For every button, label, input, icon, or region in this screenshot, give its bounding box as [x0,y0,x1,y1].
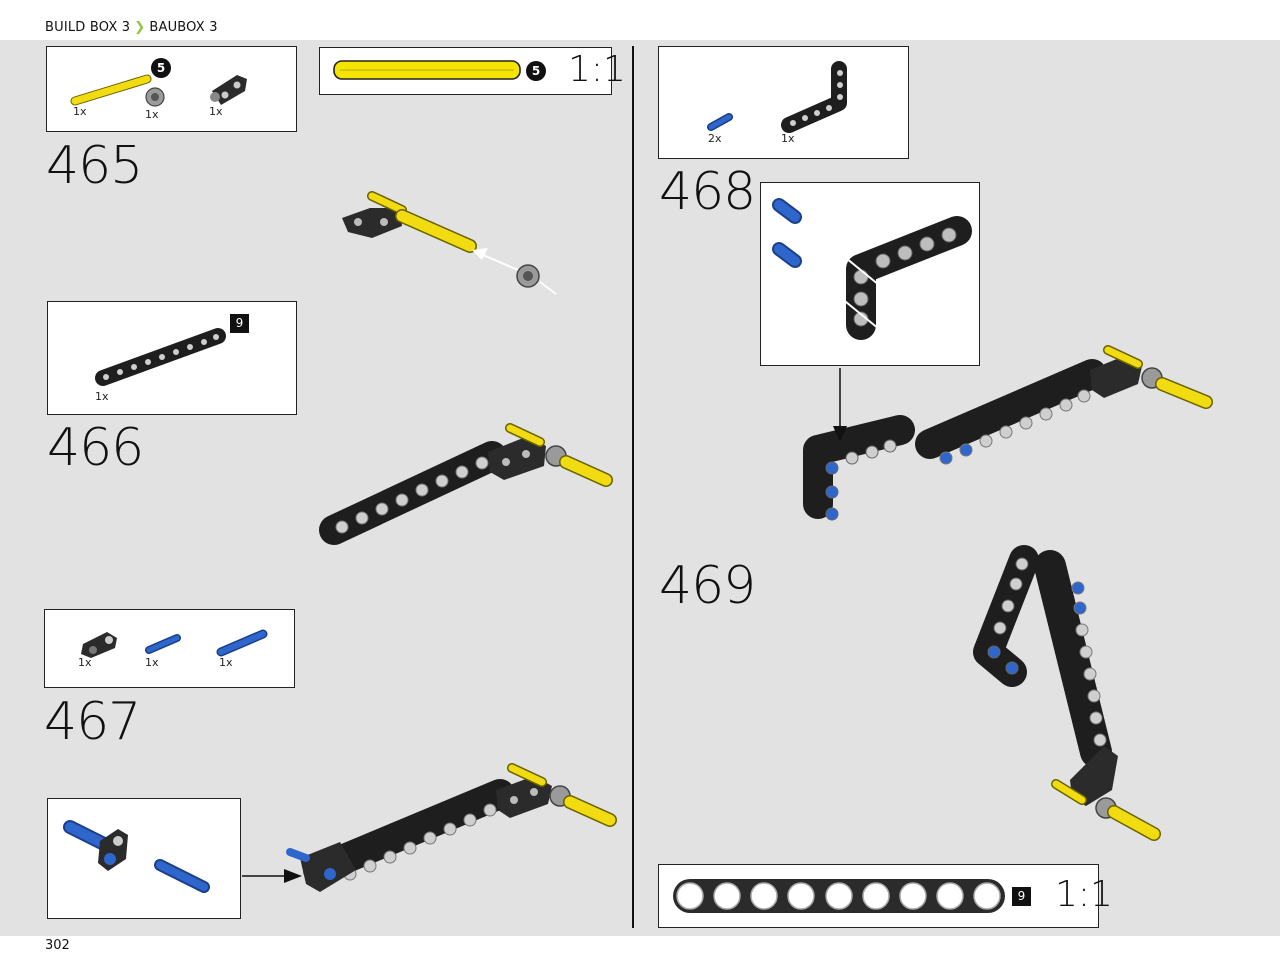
l-beam-icon [781,61,847,133]
subassembly-box-468 [760,182,980,366]
step-number: 468 [659,162,756,222]
axle-length-badge: 5 [151,58,171,78]
assembly-467 [286,763,617,892]
beam-size-badge: 9 [230,314,249,333]
beam-reference-box: 9 1:1 [658,864,1113,928]
arrow-head [284,869,302,883]
subassembly-box-467 [47,798,241,919]
scale-label: 1:1 [1055,874,1113,915]
subassembly-l-beam-pins [772,198,972,351]
parts-box-468: 2x 1x [658,46,909,159]
subassembly-pin-connector [62,808,210,893]
axle-reference-box: 5 1:1 [319,47,626,95]
axle-size-badge: 5 [526,61,546,81]
assembly-465 [342,191,557,295]
qty-label: 1x [781,132,795,145]
assembly-466 [319,423,613,545]
step-number: 469 [659,556,756,616]
assembly-469 [973,545,1161,841]
scale-label: 1:1 [568,49,626,90]
parts-box-467: 1x 1x 1x [44,609,295,688]
yellow-axle-reference-icon [333,60,521,80]
parts-box-466: 9 1x [47,301,297,415]
qty-label: 1x [145,108,159,121]
step-number: 467 [44,692,141,752]
parts-icons-467 [81,629,268,658]
black-connector-icon [81,632,117,658]
header-build-box: BUILD BOX 3 [45,20,131,35]
parts-box-465: 5 1x 1x 1x [46,46,297,132]
step-number: 465 [46,136,143,196]
header-baubox: BAUBOX 3 [149,20,218,35]
qty-label: 1x [73,105,87,118]
column-divider [632,46,634,928]
parts-icons-465 [70,74,247,107]
blue-axle-pin-icon [216,629,268,657]
yellow-axle-icon [70,74,152,106]
chevron-right-icon: ❯ [134,20,146,35]
qty-label: 1x [219,656,233,669]
qty-label: 1x [145,656,159,669]
blue-pin-icon [707,113,733,131]
qty-label: 1x [95,390,109,403]
step-number: 466 [47,418,144,478]
blue-pin-icon [145,634,181,654]
arrow-head [833,426,847,442]
cross-block-icon [210,75,247,105]
assembly-468 [803,345,1213,521]
qty-label: 1x [209,105,223,118]
beam-9-reference-icon [673,879,1005,913]
beam-size-badge: 9 [1012,887,1031,906]
qty-label: 2x [708,132,722,145]
beam-9-icon [95,328,226,386]
page-number: 302 [45,938,70,953]
gray-bush-icon [145,87,165,107]
header-breadcrumb: BUILD BOX 3❯BAUBOX 3 [45,20,218,35]
qty-label: 1x [78,656,92,669]
parts-icons-468 [707,61,847,133]
